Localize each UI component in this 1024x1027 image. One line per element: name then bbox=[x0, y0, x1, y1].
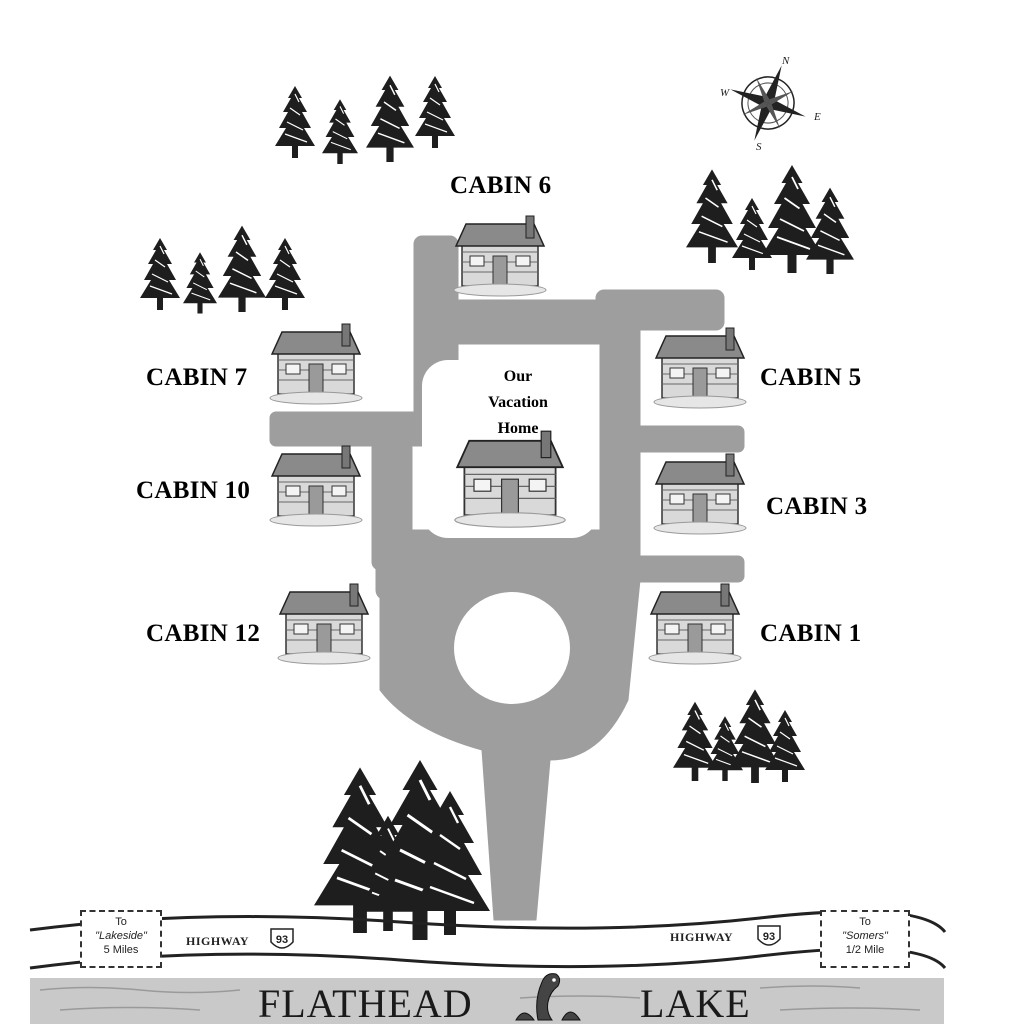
compass-south-label: S bbox=[756, 141, 762, 153]
compass-west-label: W bbox=[720, 87, 730, 99]
compass-rose-icon bbox=[730, 65, 806, 141]
roundabout-center bbox=[454, 592, 570, 704]
highway-shield-icon: 93 bbox=[270, 928, 294, 949]
compass-north-label: N bbox=[781, 55, 790, 67]
compass-east-label: E bbox=[813, 111, 821, 123]
cabin-1-icon bbox=[648, 583, 742, 665]
cabin-6-icon bbox=[453, 215, 547, 297]
vacation-home-icon bbox=[453, 430, 567, 529]
cabin-3-icon bbox=[653, 453, 747, 535]
cabin-5-icon bbox=[653, 327, 747, 409]
lake-monster-icon bbox=[515, 973, 581, 1021]
highway-number-left: 93 bbox=[276, 934, 288, 946]
highway-number-right: 93 bbox=[763, 931, 775, 943]
lake bbox=[30, 978, 944, 1024]
cabin-12-icon bbox=[277, 583, 371, 665]
road-network bbox=[269, 235, 745, 921]
cabin-7-icon bbox=[269, 323, 363, 405]
highway-shield-icon: 93 bbox=[757, 925, 781, 946]
cabin-10-icon bbox=[269, 445, 363, 527]
